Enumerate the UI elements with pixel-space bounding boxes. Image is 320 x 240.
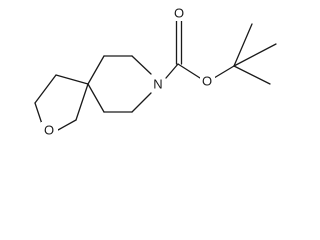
structure-diagram: N O O O	[34, 5, 277, 138]
ester-oxygen-label: O	[202, 74, 212, 89]
bond-tert-c-methyl-up	[233, 23, 253, 67]
bond-tert-c-methyl-right	[233, 43, 277, 67]
bond-c-c-left	[34, 74, 57, 104]
tetrahydrofuran-ring	[34, 74, 89, 131]
bond-ester-o-tert-c	[213, 65, 235, 79]
bond-c-spiro-lower-left	[75, 83, 89, 121]
bond-c-spiro-upper	[87, 55, 105, 85]
piperidine-ring	[87, 55, 152, 113]
ring-oxygen-label: O	[44, 123, 54, 138]
nitrogen-atom-label: N	[153, 77, 162, 92]
carbonyl-oxygen-label: O	[174, 6, 184, 21]
bond-spiro-c-lower	[87, 83, 105, 113]
bond-carbonyl-c-ester-o	[177, 63, 201, 79]
bond-spiro-c-upper-left	[55, 74, 89, 85]
atom-labels: N O O O	[41, 5, 215, 138]
bond-tert-c-methyl-down	[233, 65, 271, 85]
bond-c-o-ring	[34, 102, 43, 125]
bond-o-ring-c	[57, 119, 77, 131]
boc-group	[165, 20, 277, 85]
bond-n-c-upper	[131, 55, 152, 75]
bond-n-carbonyl-c	[165, 63, 179, 79]
bond-c-n-lower	[131, 92, 152, 113]
